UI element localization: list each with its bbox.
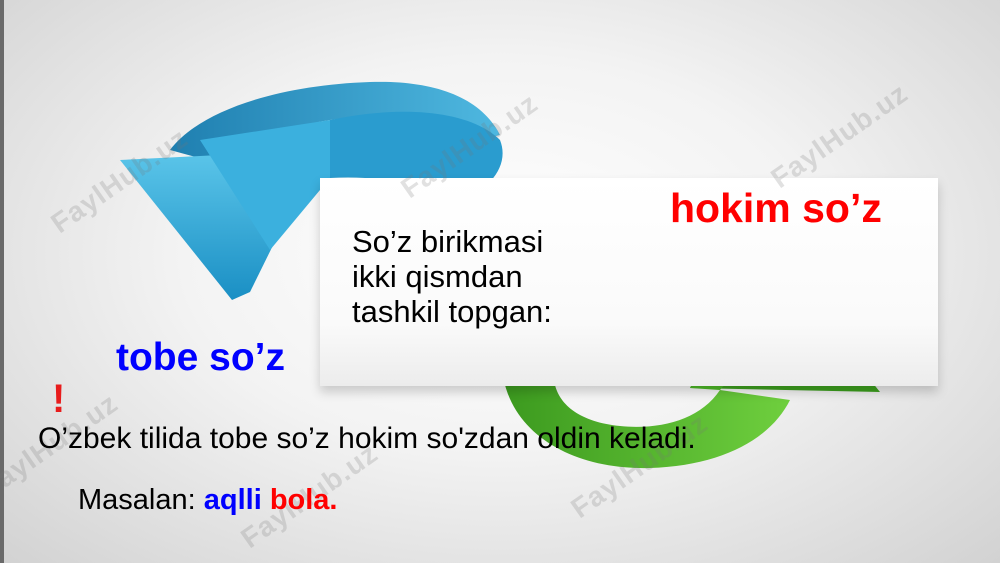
example-line: Masalan: aqlli bola. xyxy=(78,484,337,517)
example-hokim-word: bola. xyxy=(269,484,338,516)
example-prefix: Masalan: xyxy=(78,484,204,516)
exclamation-icon: ! xyxy=(52,377,66,421)
definition-text: So’z birikmasi ikki qismdan tashkil topg… xyxy=(352,224,552,329)
definition-line: ikki qismdan xyxy=(352,259,523,294)
content-band xyxy=(320,178,938,386)
example-space xyxy=(262,484,270,516)
definition-line: So’z birikmasi xyxy=(352,224,544,259)
blue-arrow-icon xyxy=(120,81,503,300)
example-tobe-word: aqlli xyxy=(203,484,262,516)
hokim-label: hokim so’z xyxy=(670,185,882,231)
tobe-label: tobe so’z xyxy=(116,336,286,379)
rule-text: O’zbek tilida tobe so’z hokim so'zdan ol… xyxy=(38,422,696,455)
definition-line: tashkil topgan: xyxy=(352,294,552,329)
slide-left-edge xyxy=(0,0,4,563)
